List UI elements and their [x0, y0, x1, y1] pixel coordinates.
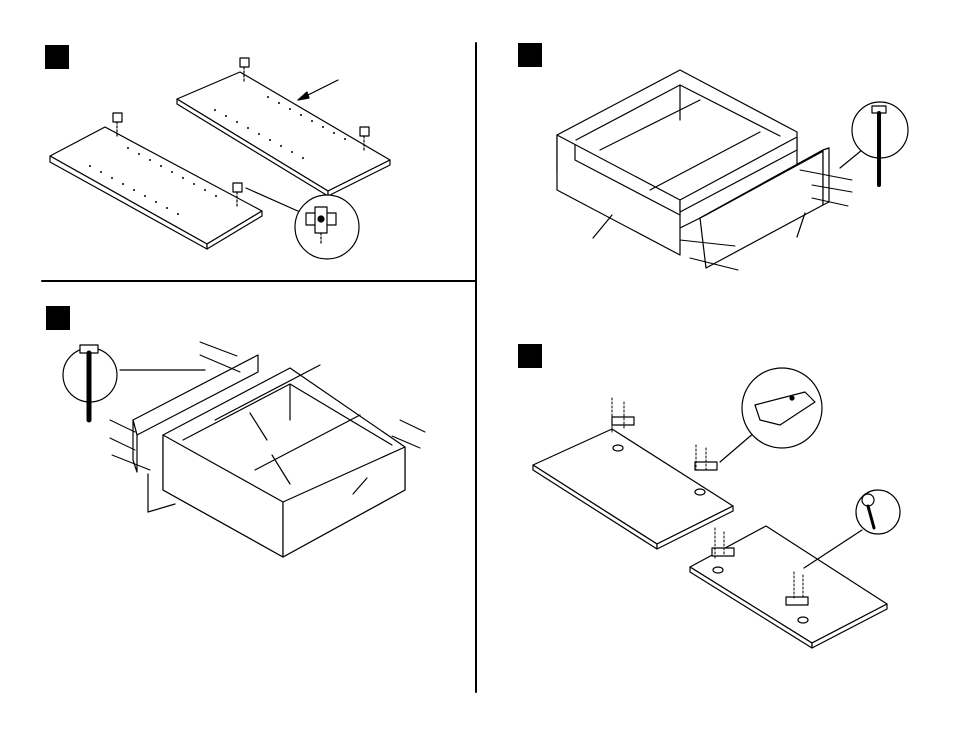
- step-3-illustration: [63, 342, 425, 557]
- hinge-plate-icon: [246, 188, 359, 259]
- side-panel-right: [177, 72, 390, 196]
- step-4-illustration: [533, 368, 900, 648]
- door-left: [533, 429, 733, 549]
- hinge-icon: [720, 368, 822, 462]
- step-1-illustration: [50, 58, 390, 259]
- step-2-arrow-box: [593, 215, 612, 238]
- step-1-leader-arrow: [298, 80, 338, 100]
- door-right: [690, 526, 887, 648]
- wood-screw-icon: [804, 490, 900, 568]
- side-panel-left: [50, 127, 262, 249]
- screw-detail-icon: [840, 102, 908, 185]
- step-2-illustration: [557, 70, 908, 270]
